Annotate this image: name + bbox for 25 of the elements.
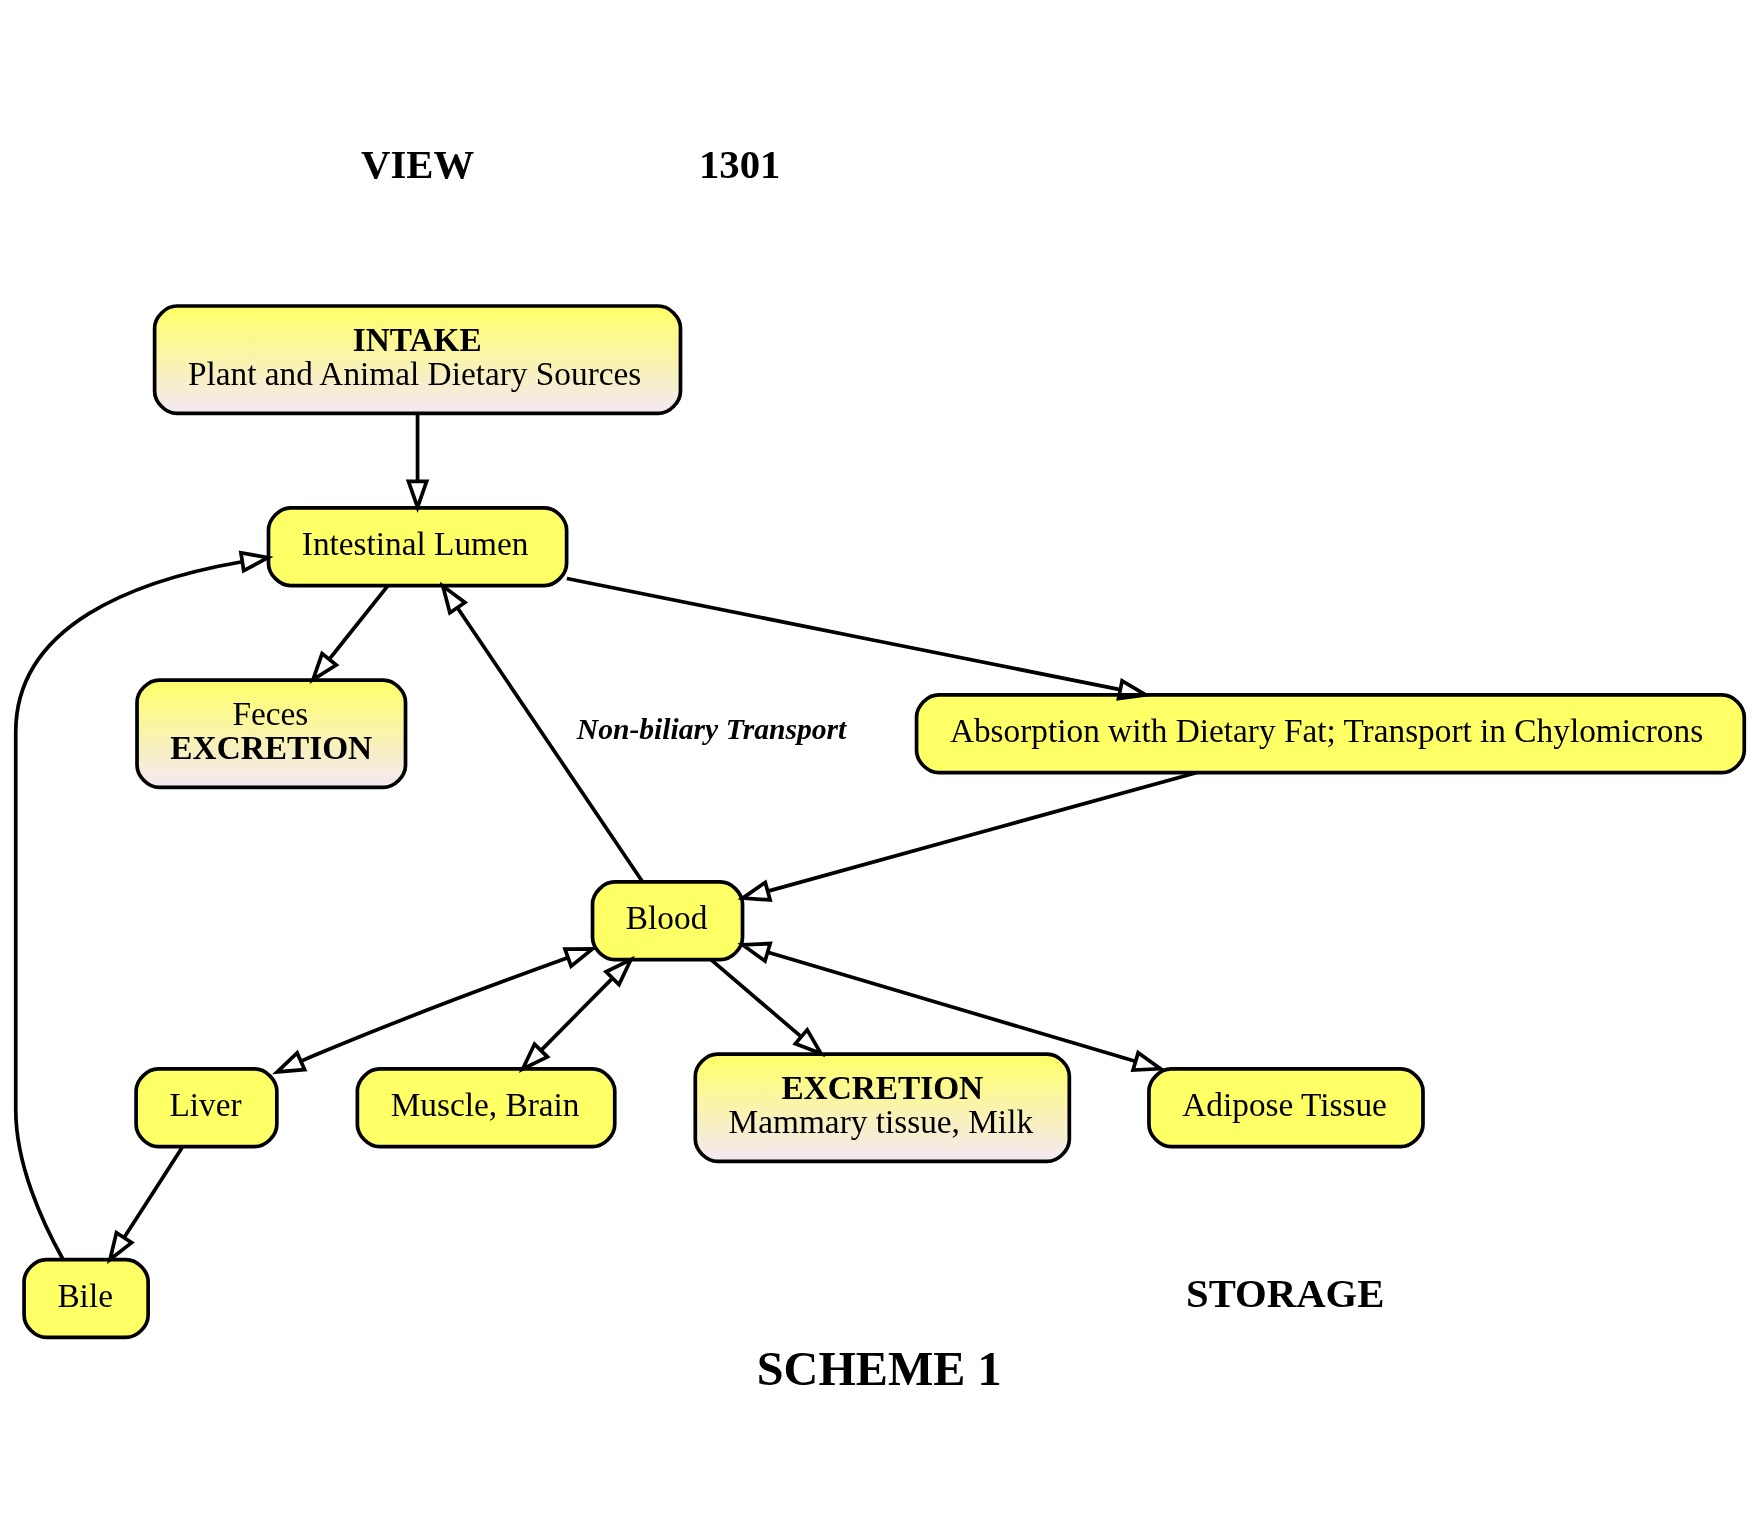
arrow xyxy=(518,955,635,1073)
node-box: EXCRETION Mammary tissue, Milk xyxy=(693,1052,1072,1164)
arrow xyxy=(439,581,645,883)
label: STORAGE xyxy=(1185,1271,1385,1317)
arrow xyxy=(737,941,1166,1073)
node-box: Intestinal Lumen xyxy=(266,506,569,588)
node-box: INTAKE Plant and Animal Dietary Sources xyxy=(152,304,683,416)
arrow xyxy=(106,1146,184,1265)
arrow xyxy=(309,584,390,684)
node-box: Muscle, Brain xyxy=(355,1067,617,1149)
label: VIEW xyxy=(361,141,475,187)
node-box: Blood xyxy=(590,880,745,962)
arrow xyxy=(566,576,1152,701)
label: 1301 xyxy=(699,141,781,187)
arrow xyxy=(272,947,598,1075)
caption: SCHEME 1 xyxy=(756,1342,1002,1396)
node-box: Liver xyxy=(134,1067,279,1149)
edge-label: Non-biliary Transport xyxy=(576,712,847,745)
arrow xyxy=(405,413,430,513)
arrow xyxy=(13,550,274,1261)
node-box: Absorption with Dietary Fat; Transport in Chylomicrons xyxy=(914,693,1747,775)
node-box: Adipose Tissue xyxy=(1147,1067,1425,1149)
node-box: Feces EXCRETION xyxy=(135,678,408,790)
arrow xyxy=(709,958,826,1058)
node-box: Bile xyxy=(22,1257,150,1340)
